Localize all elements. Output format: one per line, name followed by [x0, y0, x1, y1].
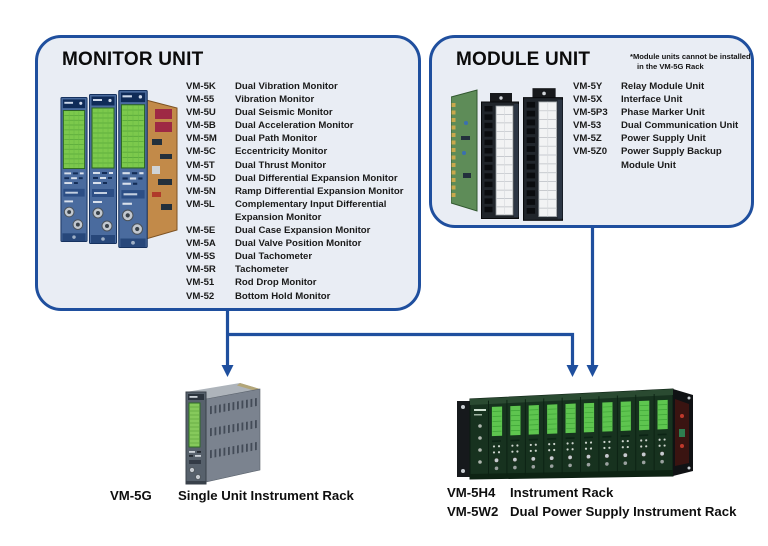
model-code: VM-5K [186, 81, 216, 92]
monitor-list-row: VM-5L Complementary Input Differential [186, 198, 403, 211]
single-rack-image [185, 383, 261, 485]
module-unit-box: MODULE UNIT *Module units cannot be inst… [429, 35, 754, 228]
module-list-row: VM-53 Dual Communication Unit [573, 119, 738, 132]
instrument-rack-image [457, 388, 693, 480]
model-desc: Module Unit [621, 159, 676, 171]
model-desc: Interface Unit [621, 94, 683, 106]
model-code: VM-5E [186, 225, 216, 237]
module-unit-note: *Module units cannot be installed in the… [630, 52, 751, 72]
model-code: VM-51 [186, 277, 215, 289]
monitor-list-row: VM-5N Ramp Differential Expansion Monitor [186, 185, 403, 198]
model-desc: Eccentricity Monitor [235, 146, 328, 158]
model-desc: Complementary Input Differential [235, 198, 387, 210]
model-code: VM-52 [186, 290, 215, 302]
rack-model-desc: Instrument Rack [510, 485, 614, 500]
note-line-1: *Module units cannot be installed [630, 52, 751, 61]
module-list-row: VM-5Z0 Power Supply Backup [573, 145, 738, 158]
rack-model-desc: Dual Power Supply Instrument Rack [510, 503, 737, 519]
note-line-2: in the VM-5G Rack [637, 61, 704, 71]
model-code: VM-5A [186, 238, 216, 250]
module-list-row: VM-5P3 Phase Marker Unit [573, 106, 738, 119]
module-list-row: VM-5Z Power Supply Unit [573, 132, 738, 145]
model-code: VM-5U [186, 107, 216, 119]
monitor-list-row: VM-55 Vibration Monitor [186, 93, 403, 106]
monitor-list-row: VM-5U Dual Seismic Monitor [186, 106, 403, 119]
model-desc: Tachometer [235, 264, 289, 276]
model-code: VM-5Z [573, 133, 602, 145]
monitor-list-row: VM-5A Dual Valve Position Monitor [186, 237, 403, 250]
module-unit-list: VM-5Y Relay Module Unit VM-5X Interface Un… [573, 80, 738, 172]
model-desc: Dual Valve Position Monitor [235, 238, 362, 250]
monitor-list-row: VM-5M Dual Path Monitor [186, 132, 403, 145]
model-desc: Dual Acceleration Monitor [235, 120, 354, 132]
monitor-units-image [60, 90, 178, 248]
model-desc: Phase Marker Unit [621, 107, 705, 119]
monitor-unit-box: MONITOR UNIT VM-5K Dual Vibration Monitor… [35, 35, 421, 311]
rack-label-row: VM-5H4 Instrument Rack [447, 484, 736, 503]
model-code: VM-5B [186, 120, 216, 132]
single-rack-label: VM-5G Single Unit Instrument Rack [110, 487, 354, 506]
model-desc: Dual Thrust Monitor [235, 159, 327, 171]
monitor-unit-title: MONITOR UNIT [62, 49, 204, 70]
model-desc: Vibration Monitor [235, 94, 315, 106]
model-desc: Power Supply Backup [621, 146, 722, 158]
monitor-list-row: VM-5T Dual Thrust Monitor [186, 159, 403, 172]
model-desc: Rod Drop Monitor [235, 277, 317, 289]
rack-model-desc: Single Unit Instrument Rack [178, 488, 354, 503]
monitor-list-row: VM-5K Dual Vibration Monitor [186, 80, 403, 93]
monitor-list-row: VM-5D Dual Differential Expansion Monitor [186, 172, 403, 185]
model-code: VM-5T [186, 159, 215, 171]
model-code: VM-55 [186, 94, 215, 106]
multi-rack-labels: VM-5H4 Instrument Rack VM-5W2 Dual Power… [447, 484, 736, 521]
model-desc: Dual Vibration Monitor [235, 81, 338, 92]
rack-model-code: VM-5H4 [447, 485, 496, 500]
module-list-row: VM-5X Interface Unit [573, 93, 738, 106]
arrowhead [221, 365, 234, 377]
model-desc: Power Supply Unit [621, 133, 706, 145]
model-code: VM-5M [186, 133, 217, 145]
model-desc: Expansion Monitor [235, 211, 322, 223]
model-desc: Relay Module Unit [621, 81, 705, 92]
monitor-list-row: VM-5R Tachometer [186, 263, 403, 276]
model-desc: Dual Communication Unit [621, 120, 739, 132]
model-code: VM-5Y [573, 81, 603, 92]
model-desc: Dual Case Expansion Monitor [235, 225, 371, 237]
model-code: VM-5Z0 [573, 146, 608, 158]
model-code: VM-5S [186, 251, 216, 263]
model-desc: Dual Differential Expansion Monitor [235, 172, 398, 184]
rack-model-code: VM-5W2 [447, 503, 499, 519]
monitor-unit-list: VM-5K Dual Vibration Monitor VM-55 Vibrati… [186, 80, 403, 303]
monitor-list-row: VM-5B Dual Acceleration Monitor [186, 119, 403, 132]
model-desc: Bottom Hold Monitor [235, 290, 331, 302]
model-desc: Dual Tachometer [235, 251, 313, 263]
monitor-list-row: VM-5E Dual Case Expansion Monitor [186, 224, 403, 237]
model-code [186, 211, 235, 224]
arrowhead [586, 365, 599, 377]
model-code: VM-5L [186, 198, 215, 210]
monitor-list-row: VM-5C Eccentricity Monitor [186, 145, 403, 158]
arrowhead [566, 365, 579, 377]
model-code: VM-53 [573, 120, 602, 132]
module-units-image [451, 81, 565, 223]
model-desc: Ramp Differential Expansion Monitor [235, 185, 404, 197]
model-code: VM-5D [186, 172, 216, 184]
arrow-monitor-to-multi-rack [227, 332, 575, 365]
model-code: VM-5C [186, 146, 216, 158]
module-list-row-continuation: Module Unit [573, 159, 738, 172]
module-list-row: VM-5Y Relay Module Unit [573, 80, 738, 93]
monitor-list-row: VM-52 Bottom Hold Monitor [186, 290, 403, 303]
model-code: VM-5P3 [573, 107, 608, 119]
model-code [573, 159, 621, 172]
monitor-list-row: VM-51 Rod Drop Monitor [186, 276, 403, 289]
rack-model-code: VM-5G [110, 488, 152, 503]
model-code: VM-5N [186, 185, 216, 197]
monitor-list-row-continuation: Expansion Monitor [186, 211, 403, 224]
module-unit-title: MODULE UNIT [456, 49, 591, 70]
model-desc: Dual Path Monitor [235, 133, 318, 145]
rack-label-row: VM-5W2 Dual Power Supply Instrument Rack [447, 503, 736, 522]
model-desc: Dual Seismic Monitor [235, 107, 333, 119]
model-code: VM-5R [186, 264, 216, 276]
model-code: VM-5X [573, 94, 603, 106]
monitor-list-row: VM-5S Dual Tachometer [186, 250, 403, 263]
